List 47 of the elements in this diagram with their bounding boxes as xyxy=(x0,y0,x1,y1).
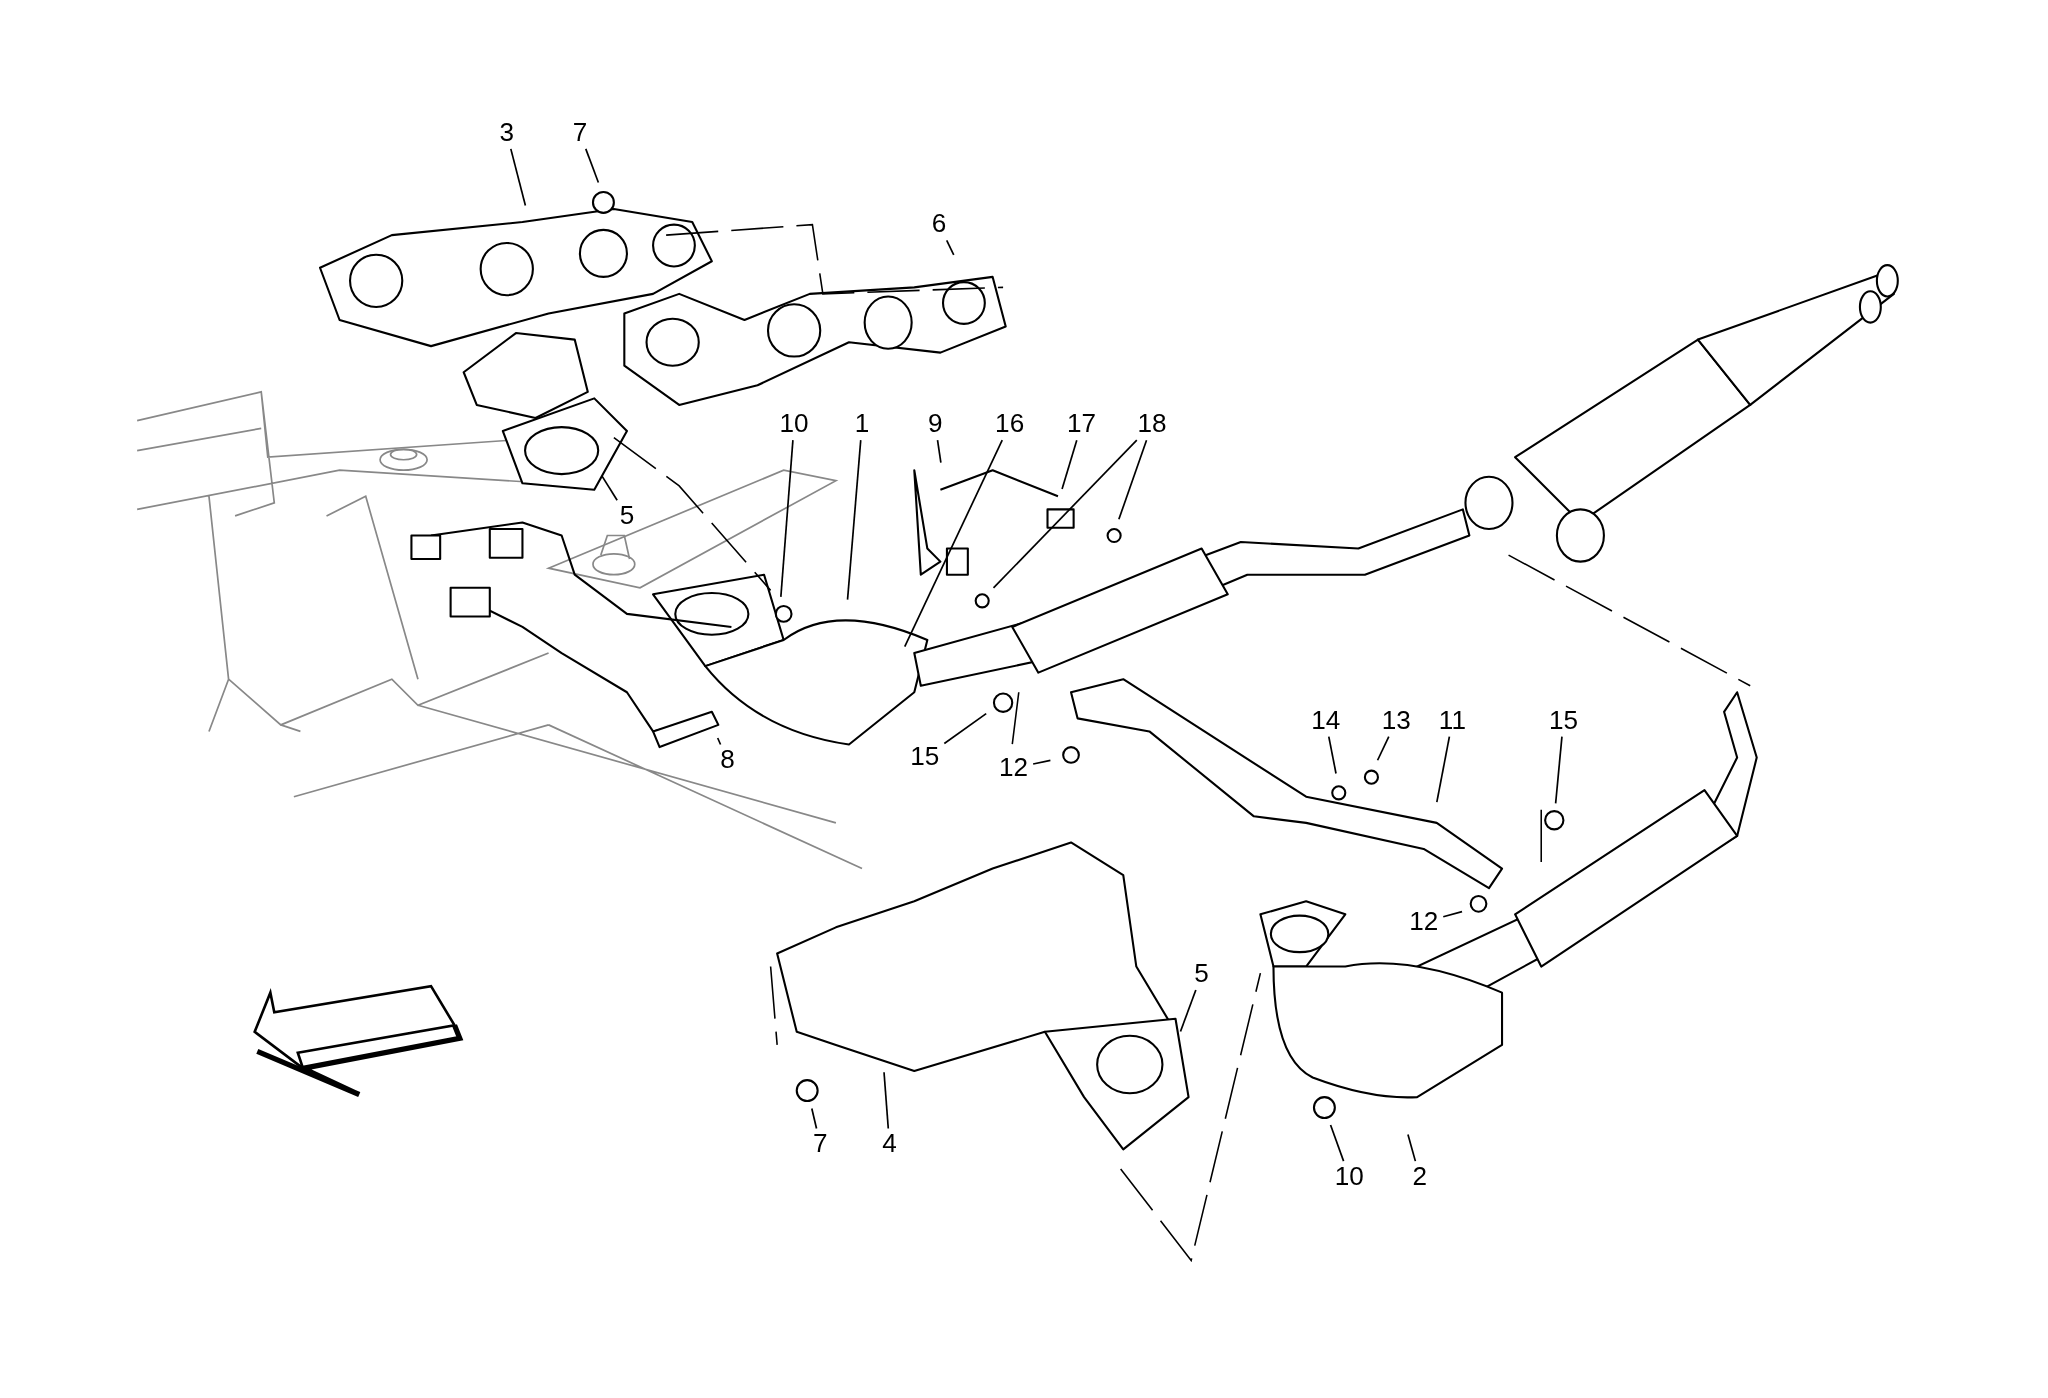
callout-number: 3 xyxy=(487,117,527,149)
leader-line xyxy=(936,439,942,464)
callout-number: 8 xyxy=(707,744,748,776)
callout-number: 10 xyxy=(1329,1161,1369,1193)
callout-number: 18 xyxy=(1132,408,1172,441)
callout-number: 1 xyxy=(842,408,882,441)
leader-line xyxy=(810,1107,818,1130)
callout-number: 2 xyxy=(1400,1161,1440,1193)
callout-number: 14 xyxy=(1306,705,1346,737)
callout-number: 6 xyxy=(919,209,959,241)
leader-line xyxy=(992,439,1138,589)
leader-line xyxy=(716,737,722,746)
leader-line xyxy=(1327,735,1337,775)
leader-line xyxy=(1329,1124,1345,1162)
callout-number: 13 xyxy=(1376,705,1416,737)
callout-number: 15 xyxy=(1543,705,1583,737)
leader-line xyxy=(903,439,1004,648)
callout-number: 7 xyxy=(560,117,600,149)
callout-number: 15 xyxy=(905,741,945,774)
leader-line xyxy=(1179,989,1197,1033)
leader-line xyxy=(1032,759,1052,765)
leader-line xyxy=(509,148,527,207)
leader-line xyxy=(1442,910,1463,918)
callout-number: 4 xyxy=(869,1128,910,1160)
leader-line xyxy=(943,712,988,745)
leader-line xyxy=(883,1071,890,1130)
callout-number: 7 xyxy=(800,1128,840,1160)
callout-number: 5 xyxy=(1182,958,1222,991)
callout-number: 17 xyxy=(1061,408,1102,441)
leader-line xyxy=(846,439,862,601)
leader-line xyxy=(780,439,794,598)
leader-line xyxy=(1554,735,1563,805)
leader-line xyxy=(1436,735,1451,804)
leader-line xyxy=(1061,439,1078,490)
callout-number: 12 xyxy=(993,752,1034,784)
callout-number: 9 xyxy=(915,408,955,441)
callout-number: 5 xyxy=(607,500,647,532)
callout-number: 16 xyxy=(990,408,1030,441)
callout-number: 11 xyxy=(1432,705,1472,737)
callout-number: 12 xyxy=(1404,906,1444,938)
callout-number: 10 xyxy=(774,408,814,441)
leader-line xyxy=(584,148,600,184)
leader-line xyxy=(1407,1133,1417,1162)
leader-line xyxy=(1376,735,1390,762)
leader-line xyxy=(1118,439,1148,521)
leader-line xyxy=(601,475,618,502)
leader-line xyxy=(945,239,955,256)
